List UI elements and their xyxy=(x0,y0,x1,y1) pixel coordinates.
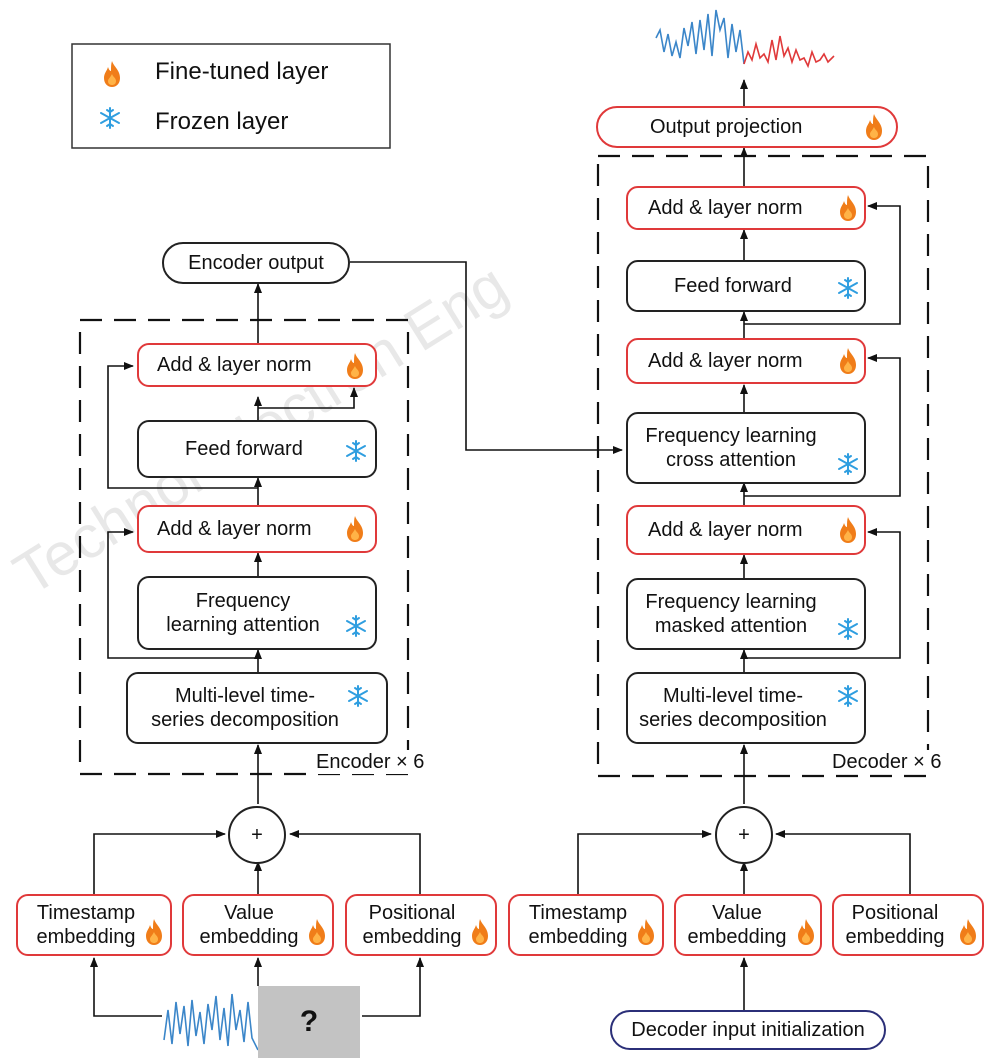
fire-icon xyxy=(960,919,976,945)
decoder-decomposition-box: Multi-level time- series decomposition xyxy=(626,672,866,744)
encoder-add-norm-top-label: Add & layer norm xyxy=(157,354,312,376)
snowflake-icon xyxy=(838,685,858,707)
legend-fine-tuned-label: Fine-tuned layer xyxy=(155,58,329,85)
snowflake-icon xyxy=(100,107,120,129)
snowflake-icon xyxy=(838,453,858,475)
decoder-positional-embedding-box: Positional embedding xyxy=(832,894,984,956)
encoder-decomposition-label: Multi-level time- series decomposition xyxy=(151,685,339,731)
encoder-sum-symbol: + xyxy=(251,823,263,846)
fire-icon xyxy=(146,919,162,945)
output-history-series xyxy=(655,9,745,65)
decoder-value-embedding-box: Value embedding xyxy=(674,894,822,956)
encoder-caption: Encoder × 6 xyxy=(314,750,427,774)
encoder-add-norm-mid-label: Add & layer norm xyxy=(157,518,312,540)
encoder-timestamp-embedding-box: Timestamp embedding xyxy=(16,894,172,956)
encoder-feed-forward-box: Feed forward xyxy=(137,420,377,478)
decoder-decomposition-label: Multi-level time- series decomposition xyxy=(639,685,827,731)
encoder-add-norm-top-box: Add & layer norm xyxy=(137,343,377,387)
fire-icon xyxy=(866,114,882,140)
fire-icon xyxy=(472,919,488,945)
encoder-positional-embedding-label: Positional embedding xyxy=(362,902,462,948)
encoder-output-box: Encoder output xyxy=(162,242,350,284)
encoder-sum-node: + xyxy=(228,806,286,864)
encoder-freq-attention-box: Frequency learning attention xyxy=(137,576,377,650)
decoder-caption: Decoder × 6 xyxy=(830,750,944,774)
snowflake-icon xyxy=(348,685,368,707)
decoder-positional-embedding-label: Positional embedding xyxy=(845,902,945,948)
encoder-frame xyxy=(78,318,410,776)
fire-icon xyxy=(347,353,363,379)
snowflake-icon xyxy=(346,615,366,637)
encoder-freq-attention-label: Frequency learning attention xyxy=(166,590,320,636)
encoder-positional-embedding-box: Positional embedding xyxy=(345,894,497,956)
decoder-sum-node: + xyxy=(715,806,773,864)
decoder-input-init-box: Decoder input initialization xyxy=(610,1010,886,1050)
decoder-cross-attention-box: Frequency learning cross attention xyxy=(626,412,866,484)
decoder-value-embedding-label: Value embedding xyxy=(687,902,787,948)
encoder-output-label: Encoder output xyxy=(188,252,324,274)
decoder-add-norm-2-box: Add & layer norm xyxy=(626,338,866,384)
decoder-add-norm-1-box: Add & layer norm xyxy=(626,505,866,555)
decoder-add-norm-2-label: Add & layer norm xyxy=(648,350,803,372)
encoder-value-embedding-box: Value embedding xyxy=(182,894,334,956)
decoder-cross-attention-label: Frequency learning cross attention xyxy=(645,425,817,471)
decoder-add-norm-1-label: Add & layer norm xyxy=(648,519,803,541)
fire-icon xyxy=(347,516,363,542)
fire-icon xyxy=(638,919,654,945)
unknown-future-block: ? xyxy=(258,986,360,1058)
output-projection-label: Output projection xyxy=(650,116,803,138)
encoder-decomposition-box: Multi-level time- series decomposition xyxy=(126,672,388,744)
fire-icon xyxy=(104,61,120,87)
encoder-timestamp-embedding-label: Timestamp embedding xyxy=(36,902,136,948)
decoder-masked-attention-label: Frequency learning masked attention xyxy=(645,591,817,637)
decoder-feed-forward-box: Feed forward xyxy=(626,260,866,312)
fire-icon xyxy=(309,919,325,945)
snowflake-icon xyxy=(346,440,366,462)
fire-icon xyxy=(798,919,814,945)
unknown-symbol: ? xyxy=(299,1005,319,1038)
output-projection-box: Output projection xyxy=(596,106,898,148)
decoder-feed-forward-label: Feed forward xyxy=(674,275,792,297)
decoder-input-init-label: Decoder input initialization xyxy=(631,1019,865,1041)
decoder-timestamp-embedding-label: Timestamp embedding xyxy=(528,902,628,948)
fire-icon xyxy=(840,517,856,543)
decoder-add-norm-top-label: Add & layer norm xyxy=(648,197,803,219)
fire-icon xyxy=(840,195,856,221)
legend-frozen-label: Frozen layer xyxy=(155,108,289,135)
fire-icon xyxy=(840,348,856,374)
encoder-add-norm-mid-box: Add & layer norm xyxy=(137,505,377,553)
output-forecast-series xyxy=(743,35,835,69)
encoder-value-embedding-label: Value embedding xyxy=(199,902,299,948)
snowflake-icon xyxy=(838,618,858,640)
decoder-masked-attention-box: Frequency learning masked attention xyxy=(626,578,866,650)
legend-frame xyxy=(71,43,391,149)
snowflake-icon xyxy=(838,277,858,299)
decoder-add-norm-top-box: Add & layer norm xyxy=(626,186,866,230)
encoder-feed-forward-label: Feed forward xyxy=(185,438,303,460)
input-history-series xyxy=(163,993,259,1051)
decoder-timestamp-embedding-box: Timestamp embedding xyxy=(508,894,664,956)
decoder-sum-symbol: + xyxy=(738,823,750,846)
